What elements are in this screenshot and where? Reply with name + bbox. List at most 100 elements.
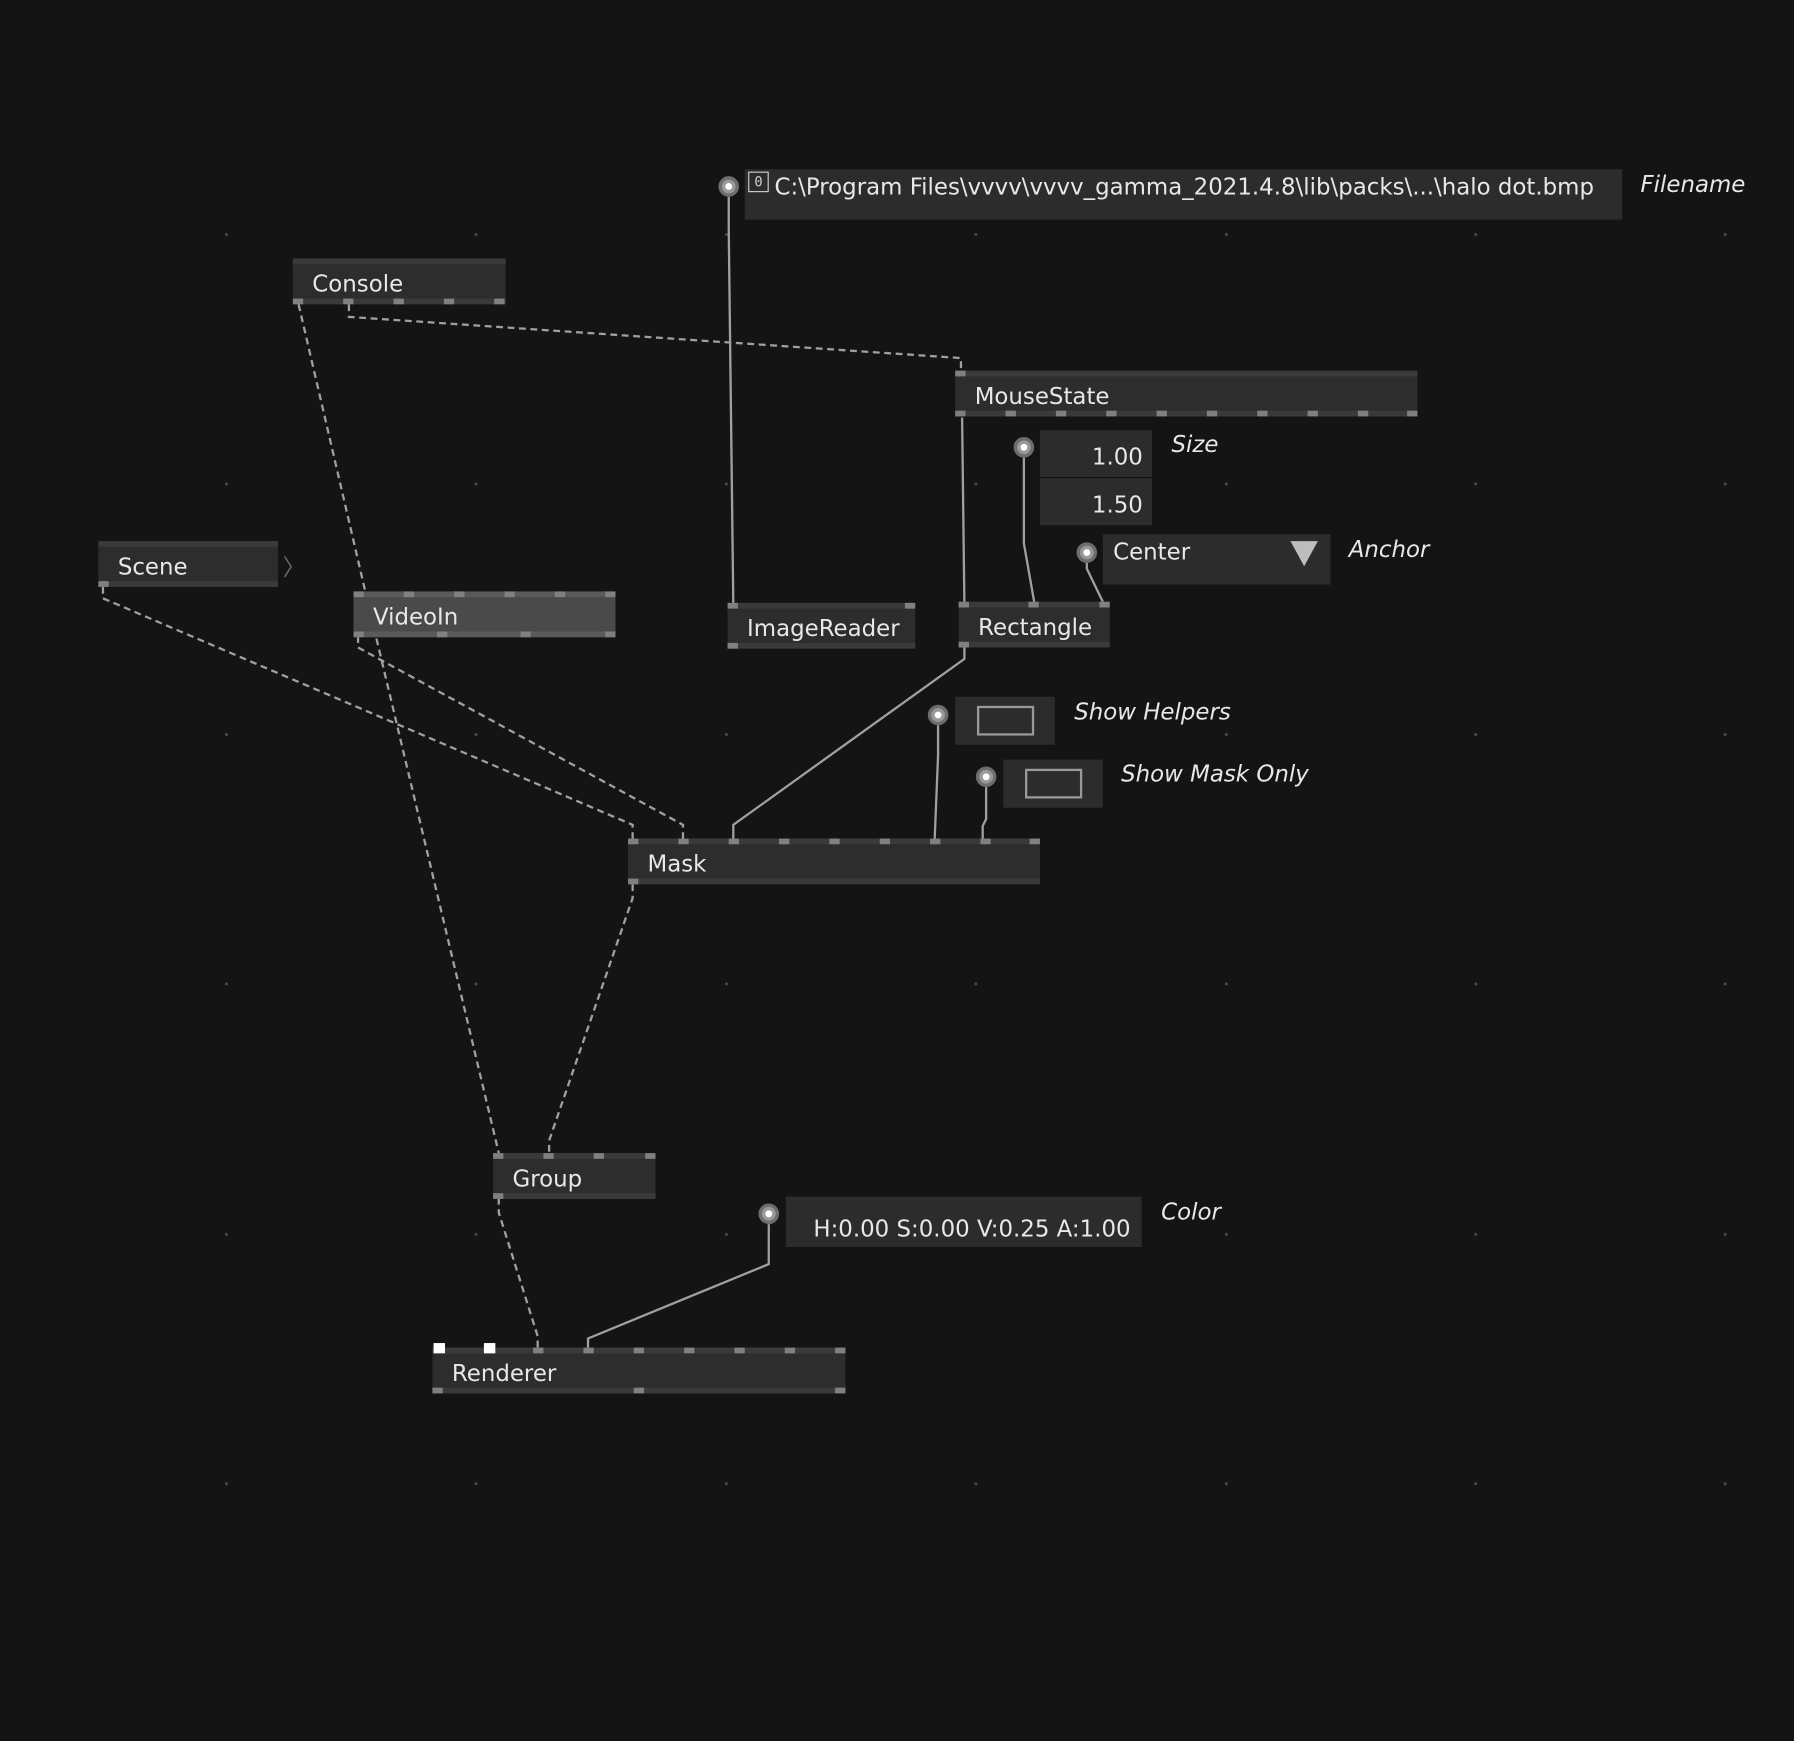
size-pin-knob-icon[interactable] (1013, 437, 1035, 458)
filename-pin-knob-icon[interactable] (718, 176, 740, 197)
show-helpers-checkbox[interactable] (976, 705, 1035, 736)
grid-dot (1723, 732, 1727, 736)
grid-dot (1474, 1232, 1478, 1236)
node-imagereader[interactable]: ImageReader (727, 602, 916, 649)
grid-dot (724, 482, 728, 486)
output-pin[interactable] (727, 642, 738, 649)
node-rectangle[interactable]: Rectangle (958, 601, 1110, 648)
input-pin[interactable] (958, 601, 969, 608)
node-title: Console (312, 269, 404, 298)
input-pin[interactable] (543, 1153, 554, 1159)
output-pin[interactable] (437, 631, 448, 638)
triangle-down-icon[interactable] (1290, 541, 1318, 567)
show-mask-only-checkbox[interactable] (1025, 768, 1083, 799)
show-mask-only-toggle[interactable] (1003, 759, 1103, 808)
node-scene[interactable]: Scene (98, 541, 278, 587)
input-pin[interactable] (784, 1347, 796, 1354)
input-pin-selected[interactable] (483, 1343, 496, 1354)
input-pin[interactable] (504, 591, 515, 598)
node-console[interactable]: Console (292, 258, 506, 305)
anchor-dropdown[interactable]: Center (1102, 534, 1331, 585)
node-mousestate[interactable]: MouseState (955, 370, 1418, 417)
input-pin[interactable] (829, 838, 840, 845)
input-pin[interactable] (728, 838, 740, 845)
output-pin[interactable] (353, 631, 364, 638)
output-pin[interactable] (633, 1387, 645, 1394)
output-pin[interactable] (955, 410, 966, 417)
input-pin[interactable] (403, 591, 415, 598)
size-y-field[interactable]: 1.50 (1039, 478, 1153, 526)
input-pin[interactable] (879, 838, 891, 845)
output-pin[interactable] (835, 1387, 846, 1394)
input-pin[interactable] (734, 1347, 745, 1354)
output-pin[interactable] (393, 298, 404, 305)
input-pin[interactable] (353, 591, 364, 598)
output-pin[interactable] (443, 298, 455, 305)
output-pin[interactable] (343, 298, 354, 305)
input-pin[interactable] (1099, 601, 1110, 608)
grid-dot (724, 732, 728, 736)
filename-iobox[interactable]: 0 C:\Program Files\vvvv\vvvv_gamma_2021.… (744, 169, 1623, 220)
node-group[interactable]: Group (493, 1153, 656, 1199)
grid-dot (1224, 1232, 1228, 1236)
output-pin[interactable] (605, 631, 616, 638)
input-pin[interactable] (1028, 601, 1039, 608)
output-pin[interactable] (292, 298, 304, 305)
node-videoin[interactable]: VideoIn (353, 591, 616, 638)
anchor-pin-knob-icon[interactable] (1076, 542, 1098, 563)
showhelpers-pin-knob-icon[interactable] (927, 704, 949, 726)
output-pin[interactable] (958, 641, 969, 648)
input-pin[interactable] (904, 602, 916, 609)
output-pin[interactable] (1005, 410, 1016, 417)
output-pin[interactable] (1257, 410, 1268, 417)
grid-dot (474, 1232, 478, 1236)
grid-dot (1474, 982, 1478, 986)
input-pin[interactable] (605, 591, 616, 598)
output-pin[interactable] (98, 581, 109, 587)
size-x-field[interactable]: 1.00 (1039, 430, 1153, 478)
input-pin[interactable] (583, 1347, 594, 1354)
output-pin[interactable] (494, 298, 505, 305)
node-renderer[interactable]: Renderer (432, 1343, 846, 1394)
input-pin[interactable] (1029, 838, 1040, 845)
showmaskonly-pin-knob-icon[interactable] (975, 766, 997, 788)
input-pin[interactable] (684, 1347, 695, 1354)
input-pin[interactable] (678, 838, 689, 845)
output-pin[interactable] (1407, 410, 1418, 417)
node-mask[interactable]: Mask (628, 838, 1040, 885)
input-pin[interactable] (533, 1347, 544, 1354)
grid-dot (225, 982, 228, 986)
output-pin[interactable] (1055, 410, 1067, 417)
input-pin[interactable] (493, 1153, 504, 1159)
input-pin[interactable] (633, 1347, 645, 1354)
color-pin-knob-icon[interactable] (758, 1203, 780, 1225)
output-pin[interactable] (1357, 410, 1369, 417)
input-pin[interactable] (727, 602, 738, 609)
input-pin[interactable] (454, 591, 465, 598)
input-pin[interactable] (980, 838, 991, 845)
output-pin[interactable] (432, 1387, 443, 1394)
output-pin[interactable] (1206, 410, 1218, 417)
output-pin[interactable] (1106, 410, 1117, 417)
input-pin[interactable] (554, 591, 566, 598)
input-pin-selected[interactable] (433, 1343, 446, 1354)
show-helpers-toggle[interactable] (955, 696, 1055, 745)
input-pin[interactable] (593, 1153, 605, 1159)
input-pin[interactable] (645, 1153, 656, 1159)
output-pin[interactable] (493, 1193, 504, 1199)
input-pin[interactable] (628, 838, 639, 845)
grid-dot (974, 982, 978, 986)
input-pin[interactable] (835, 1347, 846, 1354)
input-pin[interactable] (779, 838, 790, 845)
output-pin[interactable] (628, 878, 639, 885)
output-pin[interactable] (1307, 410, 1318, 417)
input-pin[interactable] (955, 370, 966, 377)
output-pin[interactable] (1156, 410, 1167, 417)
input-pin[interactable] (930, 838, 941, 845)
chevron-right-icon[interactable]: 〉 (282, 553, 306, 582)
output-pin[interactable] (520, 631, 531, 638)
color-field[interactable]: H:0.00 S:0.00 V:0.25 A:1.00 (785, 1196, 1142, 1247)
file-icon[interactable]: 0 (748, 171, 769, 193)
grid-dot (724, 1482, 728, 1486)
